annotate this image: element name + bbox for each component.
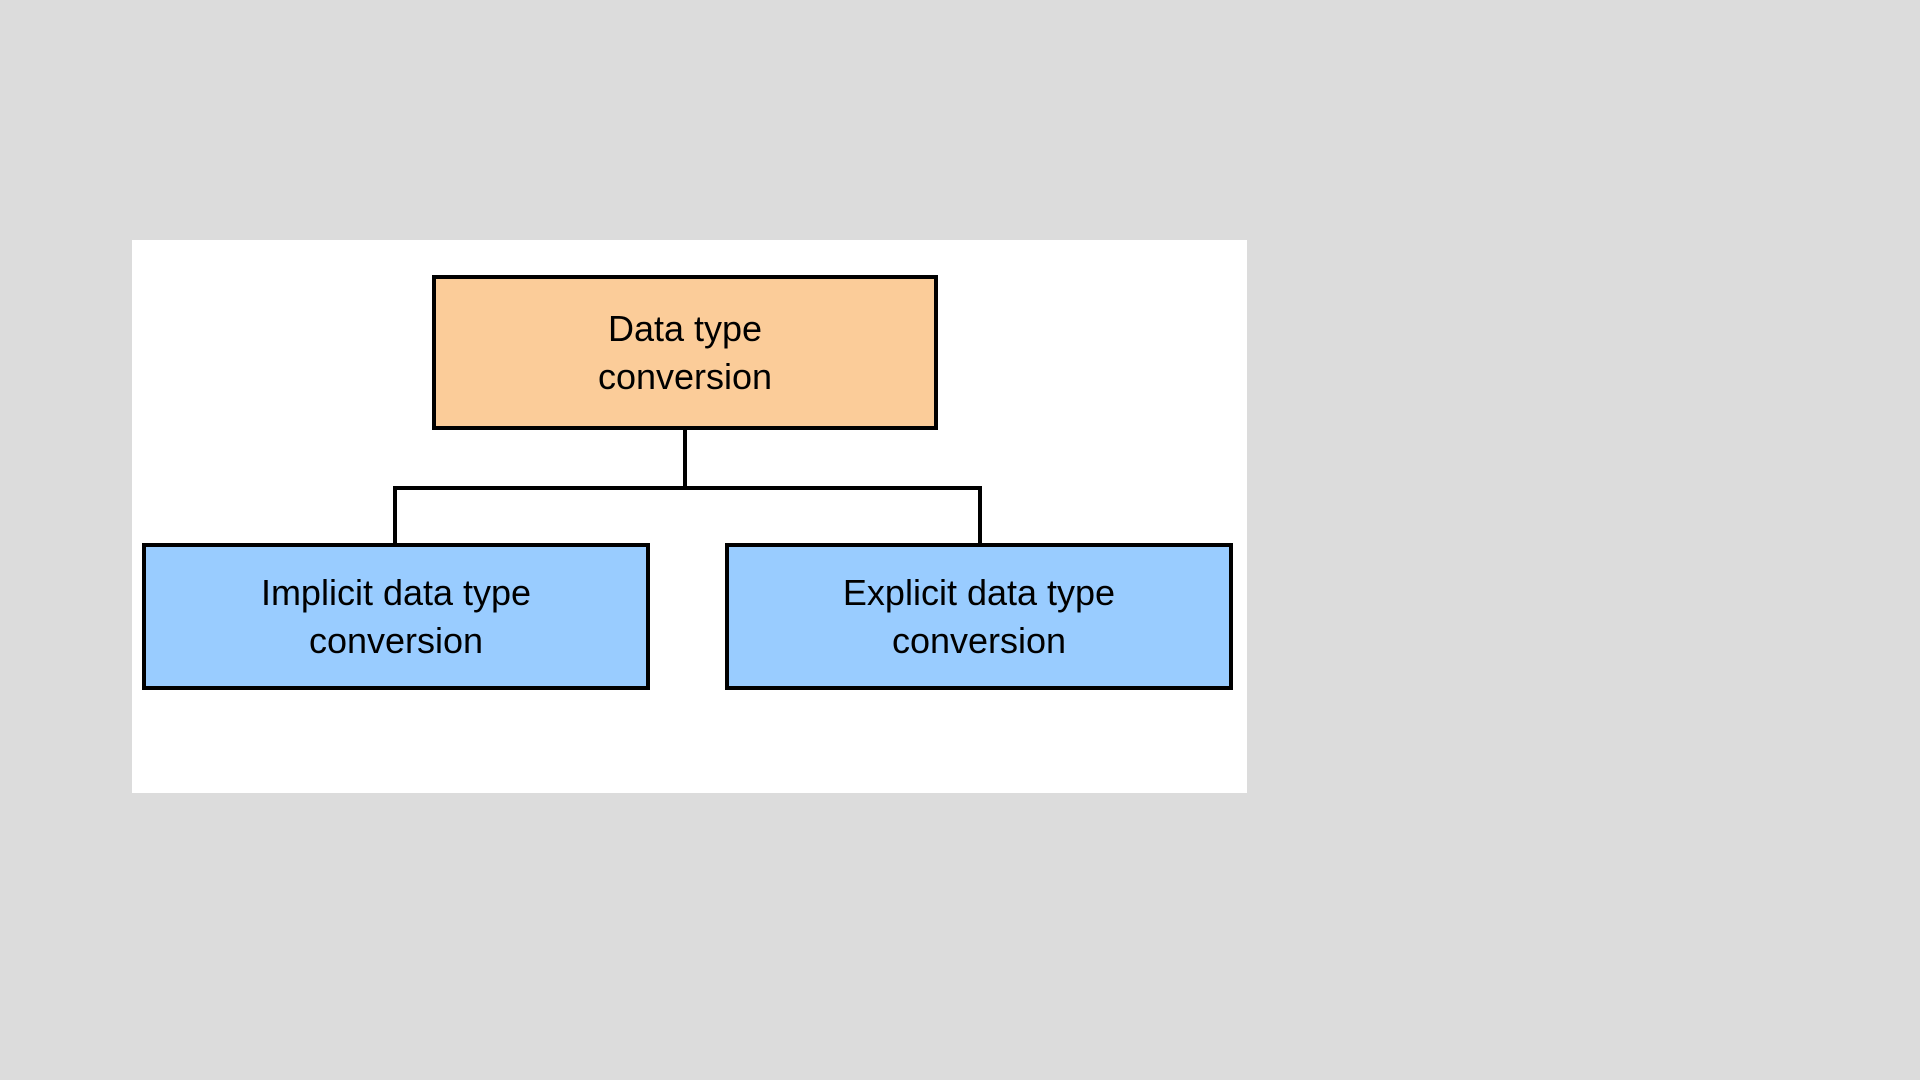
connector-root-stem — [683, 430, 687, 490]
diagram-canvas: Data type conversion Implicit data type … — [132, 240, 1247, 793]
connector-drop-explicit — [978, 486, 982, 543]
root-node-data-type-conversion: Data type conversion — [432, 275, 938, 430]
child-node-explicit-label: Explicit data type conversion — [842, 571, 1116, 661]
child-node-explicit-conversion: Explicit data type conversion — [725, 543, 1233, 690]
child-node-implicit-conversion: Implicit data type conversion — [142, 543, 650, 690]
connector-horizontal-bus — [393, 486, 982, 490]
connector-drop-implicit — [393, 486, 397, 543]
child-node-implicit-label: Implicit data type conversion — [260, 571, 532, 661]
root-node-label: Data type conversion — [597, 307, 773, 397]
